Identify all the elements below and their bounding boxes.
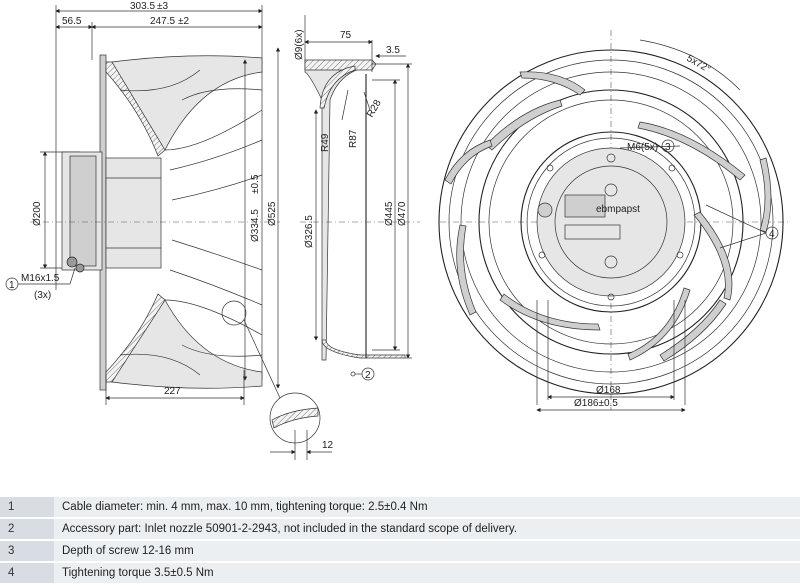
- motor-hub: [536, 147, 686, 297]
- dim-nozzle-445: Ø445: [384, 201, 395, 226]
- callout-4-label: 4: [769, 229, 775, 240]
- legend-number: 3: [0, 540, 54, 563]
- legend-text: Accessory part: Inlet nozzle 50901-2-294…: [54, 518, 800, 541]
- dim-left-offset: 56.5: [62, 16, 82, 27]
- callout-1-label: 1: [9, 280, 15, 291]
- dim-overall-depth-tol: ±3: [157, 1, 168, 12]
- dim-holes: Ø9(6x): [294, 29, 305, 60]
- dim-nozzle-470: Ø470: [397, 201, 408, 226]
- dim-wheel-depth: 247.5: [150, 16, 175, 27]
- dim-nozzle-depth: 75: [340, 30, 352, 41]
- legend-text: Cable diameter: min. 4 mm, max. 10 mm, t…: [54, 497, 800, 519]
- nozzle-view: 75 3.5 Ø9(6x) R49 R87 R28 Ø326.5 Ø445 Ø4…: [294, 15, 420, 381]
- dim-motor-dia-tol: ±0.5: [250, 174, 261, 194]
- callout-2-label: 2: [365, 370, 371, 381]
- impeller-blades-side: [111, 55, 263, 389]
- dim-overall-depth: 303.5: [130, 1, 155, 12]
- dim-nozzle-inner: Ø326.5: [304, 215, 315, 248]
- legend-number: 4: [0, 562, 54, 585]
- side-view: 303.5 ±3 56.5 247.5 ±2 Ø200: [5, 1, 334, 460]
- brand-text: ebmpapst: [596, 204, 640, 215]
- dim-r87: R87: [348, 129, 359, 148]
- dim-wheel-depth-tol: ±2: [178, 16, 189, 27]
- dim-nozzle-lip: 3.5: [386, 45, 400, 56]
- impeller-blades-front: [444, 71, 772, 362]
- callout-3-label: 3: [665, 142, 671, 153]
- legend-text: Depth of screw 12-16 mm: [54, 540, 800, 563]
- legend-number: 1: [0, 497, 54, 519]
- legend-number: 2: [0, 518, 54, 541]
- dim-r28: R28: [365, 98, 384, 120]
- cable-gland: [66, 256, 78, 268]
- dim-detail: 12: [322, 440, 334, 451]
- dim-hub-dia: Ø200: [32, 201, 43, 226]
- m6-label: M6(5x): [627, 142, 658, 153]
- cable-gland: [75, 263, 85, 273]
- dim-d168: Ø168: [596, 385, 621, 396]
- m16-label: M16x1.5: [21, 273, 60, 284]
- dim-wheel-dia: Ø525: [267, 201, 278, 226]
- front-view: ebmpapst Ø168 Ø186±0.5 5x72° M6(5x) 3 4: [438, 30, 790, 413]
- dim-r49: R49: [320, 133, 331, 152]
- dim-d186: Ø186±0.5: [574, 398, 618, 409]
- m16-count: (3x): [34, 290, 51, 301]
- dim-motor-dia: Ø334.5: [250, 209, 261, 242]
- callout-3: [661, 139, 675, 153]
- dim-base-depth: 227: [164, 386, 181, 397]
- legend-text: Tightening torque 3.5±0.5 Nm: [54, 562, 800, 585]
- technical-drawing: 303.5 ±3 56.5 247.5 ±2 Ø200: [5, 1, 790, 460]
- outer-ring: [438, 49, 784, 395]
- label-plate: [564, 194, 606, 218]
- dim-angle: 5x72°: [685, 53, 713, 75]
